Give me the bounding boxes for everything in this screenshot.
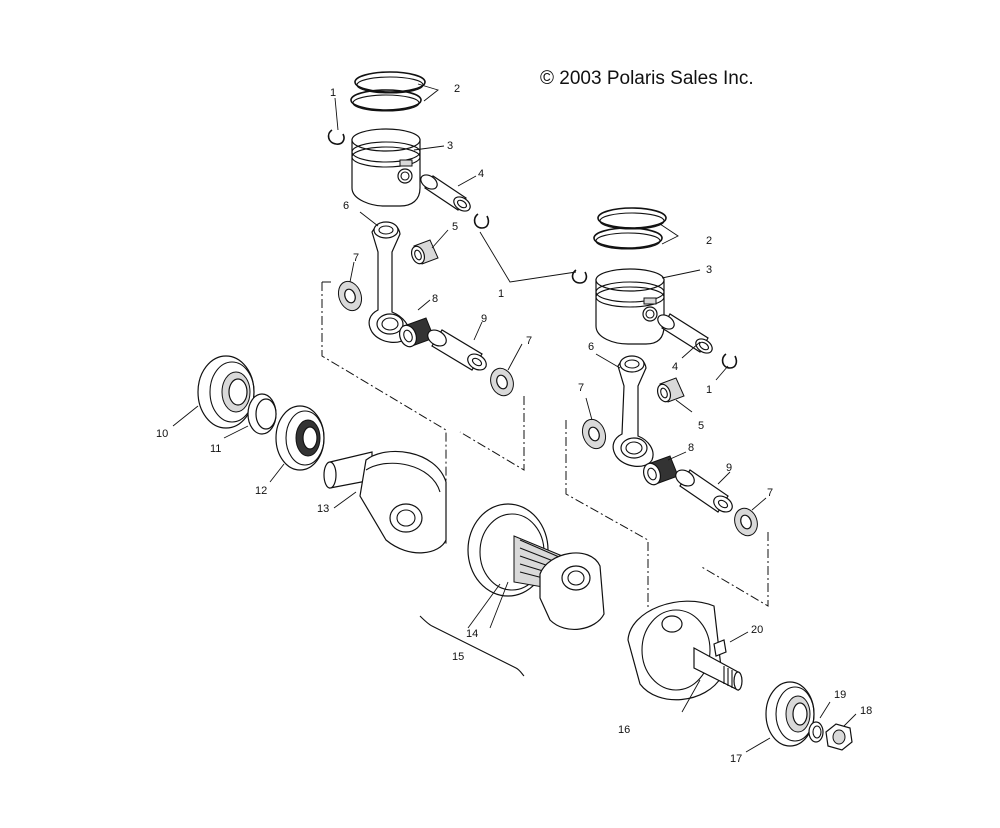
copyright-notice: © 2003 Polaris Sales Inc. — [540, 68, 754, 89]
thrust-washer-left-upper — [337, 280, 363, 312]
crankshaft-nut — [825, 723, 853, 751]
assembly-line-right-inner — [699, 532, 769, 607]
main-bearing-inner-left — [275, 405, 325, 471]
big-end-bearing-left — [398, 317, 435, 348]
callout-3-right: 3 — [706, 264, 712, 276]
callout-3-left: 3 — [447, 140, 453, 152]
callout-6-right: 6 — [588, 341, 594, 353]
callout-7-right-upper: 7 — [578, 382, 584, 394]
callout-12: 12 — [255, 485, 267, 497]
callout-5-left: 5 — [452, 221, 458, 233]
connecting-rod-right — [612, 355, 654, 467]
crankshaft-right-half — [627, 600, 743, 701]
callout-20: 20 — [751, 624, 763, 636]
crankshaft-center-assembly — [467, 503, 605, 630]
callout-9-right: 9 — [726, 462, 732, 474]
callout-1-left: 1 — [330, 87, 336, 99]
circlip-middle — [473, 213, 490, 229]
callout-7-left-upper: 7 — [353, 252, 359, 264]
crank-pin-right — [675, 469, 733, 513]
main-bearing-outer-left — [197, 355, 255, 429]
piston-right — [595, 268, 665, 345]
callout-7-right-lower: 7 — [767, 487, 773, 499]
assembly-line-right-outer — [565, 420, 649, 610]
callout-13: 13 — [317, 503, 329, 515]
callout-4-right: 4 — [672, 361, 678, 373]
woodruff-key — [713, 639, 727, 657]
callout-1-right: 1 — [706, 384, 712, 396]
piston-rings-right — [593, 207, 667, 250]
callout-4-left: 4 — [478, 168, 484, 180]
callout-14: 14 — [466, 628, 478, 640]
callout-15: 15 — [452, 651, 464, 663]
big-end-bearing-right — [642, 455, 679, 486]
thrust-washer-right-lower — [734, 507, 758, 537]
callout-labels: 2 1 3 4 6 5 7 8 9 7 10 11 12 13 2 3 1 6 … — [156, 83, 872, 765]
assembly-bracket-15 — [419, 615, 525, 677]
callout-7-left-lower: 7 — [526, 335, 532, 347]
callout-2-right: 2 — [706, 235, 712, 247]
crank-pin-left — [427, 329, 487, 371]
callout-11: 11 — [210, 443, 221, 455]
circlip-right-upper — [571, 269, 588, 284]
callout-6-left: 6 — [343, 200, 349, 212]
callout-5-right: 5 — [698, 420, 704, 432]
callout-18: 18 — [860, 705, 872, 717]
thrust-washer-left-lower — [490, 367, 514, 397]
leader-lines — [172, 83, 857, 753]
callout-8-left: 8 — [432, 293, 438, 305]
crankshaft-left-half — [323, 450, 447, 554]
small-end-bearing-left — [410, 239, 439, 265]
callout-19: 19 — [834, 689, 846, 701]
callout-2-left: 2 — [454, 83, 460, 95]
piston-pin-right — [657, 313, 713, 354]
piston-rings-left — [350, 71, 426, 112]
washer-right — [808, 721, 824, 743]
thrust-washer-right-upper — [581, 418, 607, 450]
callout-8-right: 8 — [688, 442, 694, 454]
callout-17: 17 — [730, 753, 742, 765]
seal-ring-left — [247, 393, 277, 435]
callout-9-left: 9 — [481, 313, 487, 325]
connecting-rod-left — [368, 221, 410, 343]
assembly-line-left-inner — [459, 396, 525, 471]
main-bearing-right — [765, 681, 815, 747]
small-end-bearing-right — [656, 377, 685, 403]
callout-1-middle: 1 — [498, 288, 504, 300]
callout-10: 10 — [156, 428, 168, 440]
circlip-right-lower — [721, 353, 738, 369]
circlip-left-upper — [327, 129, 345, 145]
piston-left — [351, 128, 421, 207]
piston-pin-left — [420, 174, 471, 212]
callout-16: 16 — [618, 724, 630, 736]
